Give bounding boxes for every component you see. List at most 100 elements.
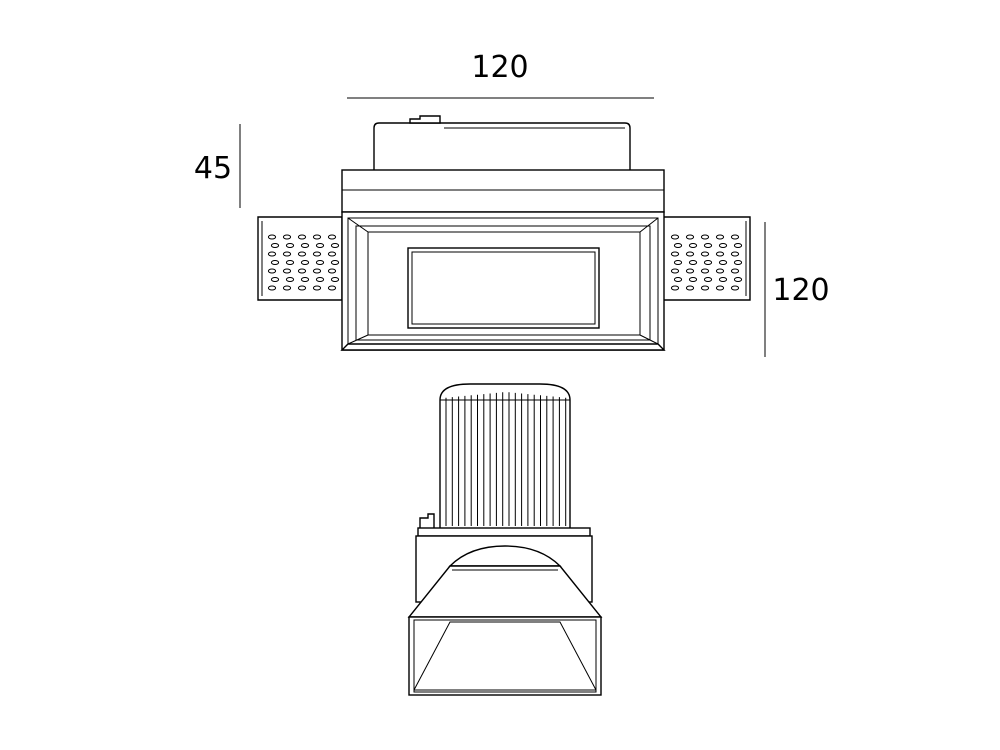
perforation-hole: [300, 260, 310, 265]
right-flange: [659, 216, 751, 301]
perforation-hole: [282, 285, 292, 291]
perforation-hole: [730, 268, 740, 274]
perforation-hole: [267, 234, 277, 240]
led-module-side-view: [407, 383, 603, 696]
perforation-hole: [315, 260, 325, 265]
bottom-lip: [340, 343, 666, 351]
perforation-hole: [327, 268, 337, 274]
left-flange-perforations: [267, 234, 340, 291]
perforation-hole: [733, 260, 743, 265]
perforation-hole: [715, 251, 725, 257]
perforation-hole: [330, 260, 340, 265]
housing-front-view: [257, 115, 751, 351]
perforation-hole: [718, 260, 728, 265]
perforation-hole: [700, 268, 710, 274]
perforation-hole: [267, 251, 277, 257]
dimension-label-height-left: 45: [194, 151, 232, 186]
perforation-hole: [285, 260, 295, 265]
perforation-hole: [327, 234, 337, 240]
perforation-hole: [718, 277, 728, 282]
perforation-hole: [670, 268, 680, 274]
trim-perspective-lines: [413, 621, 597, 691]
perforation-hole: [315, 277, 325, 282]
perforation-hole: [688, 243, 698, 248]
perforation-hole: [297, 285, 307, 291]
perforation-hole: [700, 285, 710, 291]
perforation-hole: [312, 285, 322, 291]
bezel-corner-tl: [347, 217, 369, 233]
perforation-hole: [673, 277, 683, 282]
perforation-hole: [685, 251, 695, 257]
perforation-hole: [688, 277, 698, 282]
perforation-hole: [285, 277, 295, 282]
connector-tab: [409, 115, 441, 124]
heatsink-fins: [445, 392, 567, 526]
perforation-hole: [312, 251, 322, 257]
dimension-width-top: 120: [347, 50, 654, 99]
perforation-hole: [688, 260, 698, 265]
collar: [417, 527, 591, 537]
perforation-hole: [733, 277, 743, 282]
perforation-hole: [685, 268, 695, 274]
perforation-hole: [685, 234, 695, 240]
perforation-hole: [297, 251, 307, 257]
bezel-corner-tr: [639, 217, 659, 233]
aperture: [407, 247, 600, 329]
perforation-hole: [733, 243, 743, 248]
outer-frame: [341, 211, 665, 351]
perforation-hole: [730, 285, 740, 291]
perforation-hole: [703, 243, 713, 248]
square-trim-inner: [413, 619, 597, 693]
perforation-hole: [715, 268, 725, 274]
perforation-hole: [730, 251, 740, 257]
perforation-hole: [730, 234, 740, 240]
perforation-hole: [330, 277, 340, 282]
perforation-hole: [297, 268, 307, 274]
dimension-label-height-right: 120: [772, 273, 829, 308]
perforation-hole: [703, 277, 713, 282]
perforation-hole: [282, 234, 292, 240]
perforation-hole: [670, 285, 680, 291]
dimension-height-right: 120: [764, 222, 830, 357]
perforation-hole: [685, 285, 695, 291]
left-flange: [257, 216, 343, 301]
perforation-hole: [673, 260, 683, 265]
perforation-hole: [267, 285, 277, 291]
square-trim: [408, 616, 602, 696]
perforation-hole: [270, 260, 280, 265]
perforation-hole: [715, 234, 725, 240]
perforation-hole: [700, 234, 710, 240]
bezel-corner-bl: [347, 334, 369, 345]
perforation-hole: [327, 251, 337, 257]
right-flange-perforations: [670, 234, 743, 291]
perforation-hole: [270, 277, 280, 282]
perforation-hole: [270, 243, 280, 248]
bezel-corner-br: [639, 334, 659, 345]
perforation-hole: [300, 243, 310, 248]
perforation-hole: [715, 285, 725, 291]
dimension-label-width: 120: [471, 50, 528, 85]
mounting-plate: [341, 169, 665, 213]
perforation-hole: [670, 251, 680, 257]
heatsink: [439, 383, 571, 531]
perforation-hole: [285, 243, 295, 248]
perforation-hole: [718, 243, 728, 248]
perforation-hole: [330, 243, 340, 248]
dimension-height-left: 45: [194, 124, 241, 208]
perforation-hole: [327, 285, 337, 291]
perforation-hole: [267, 268, 277, 274]
perforation-hole: [670, 234, 680, 240]
perforation-hole: [700, 251, 710, 257]
perforation-hole: [297, 234, 307, 240]
perforation-hole: [300, 277, 310, 282]
perforation-hole: [315, 243, 325, 248]
perforation-hole: [282, 268, 292, 274]
perforation-hole: [312, 268, 322, 274]
perforation-hole: [703, 260, 713, 265]
reflector-cone-top: [448, 545, 562, 567]
perforation-hole: [312, 234, 322, 240]
perforation-hole: [282, 251, 292, 257]
aperture-inner: [411, 251, 596, 325]
perforation-hole: [673, 243, 683, 248]
